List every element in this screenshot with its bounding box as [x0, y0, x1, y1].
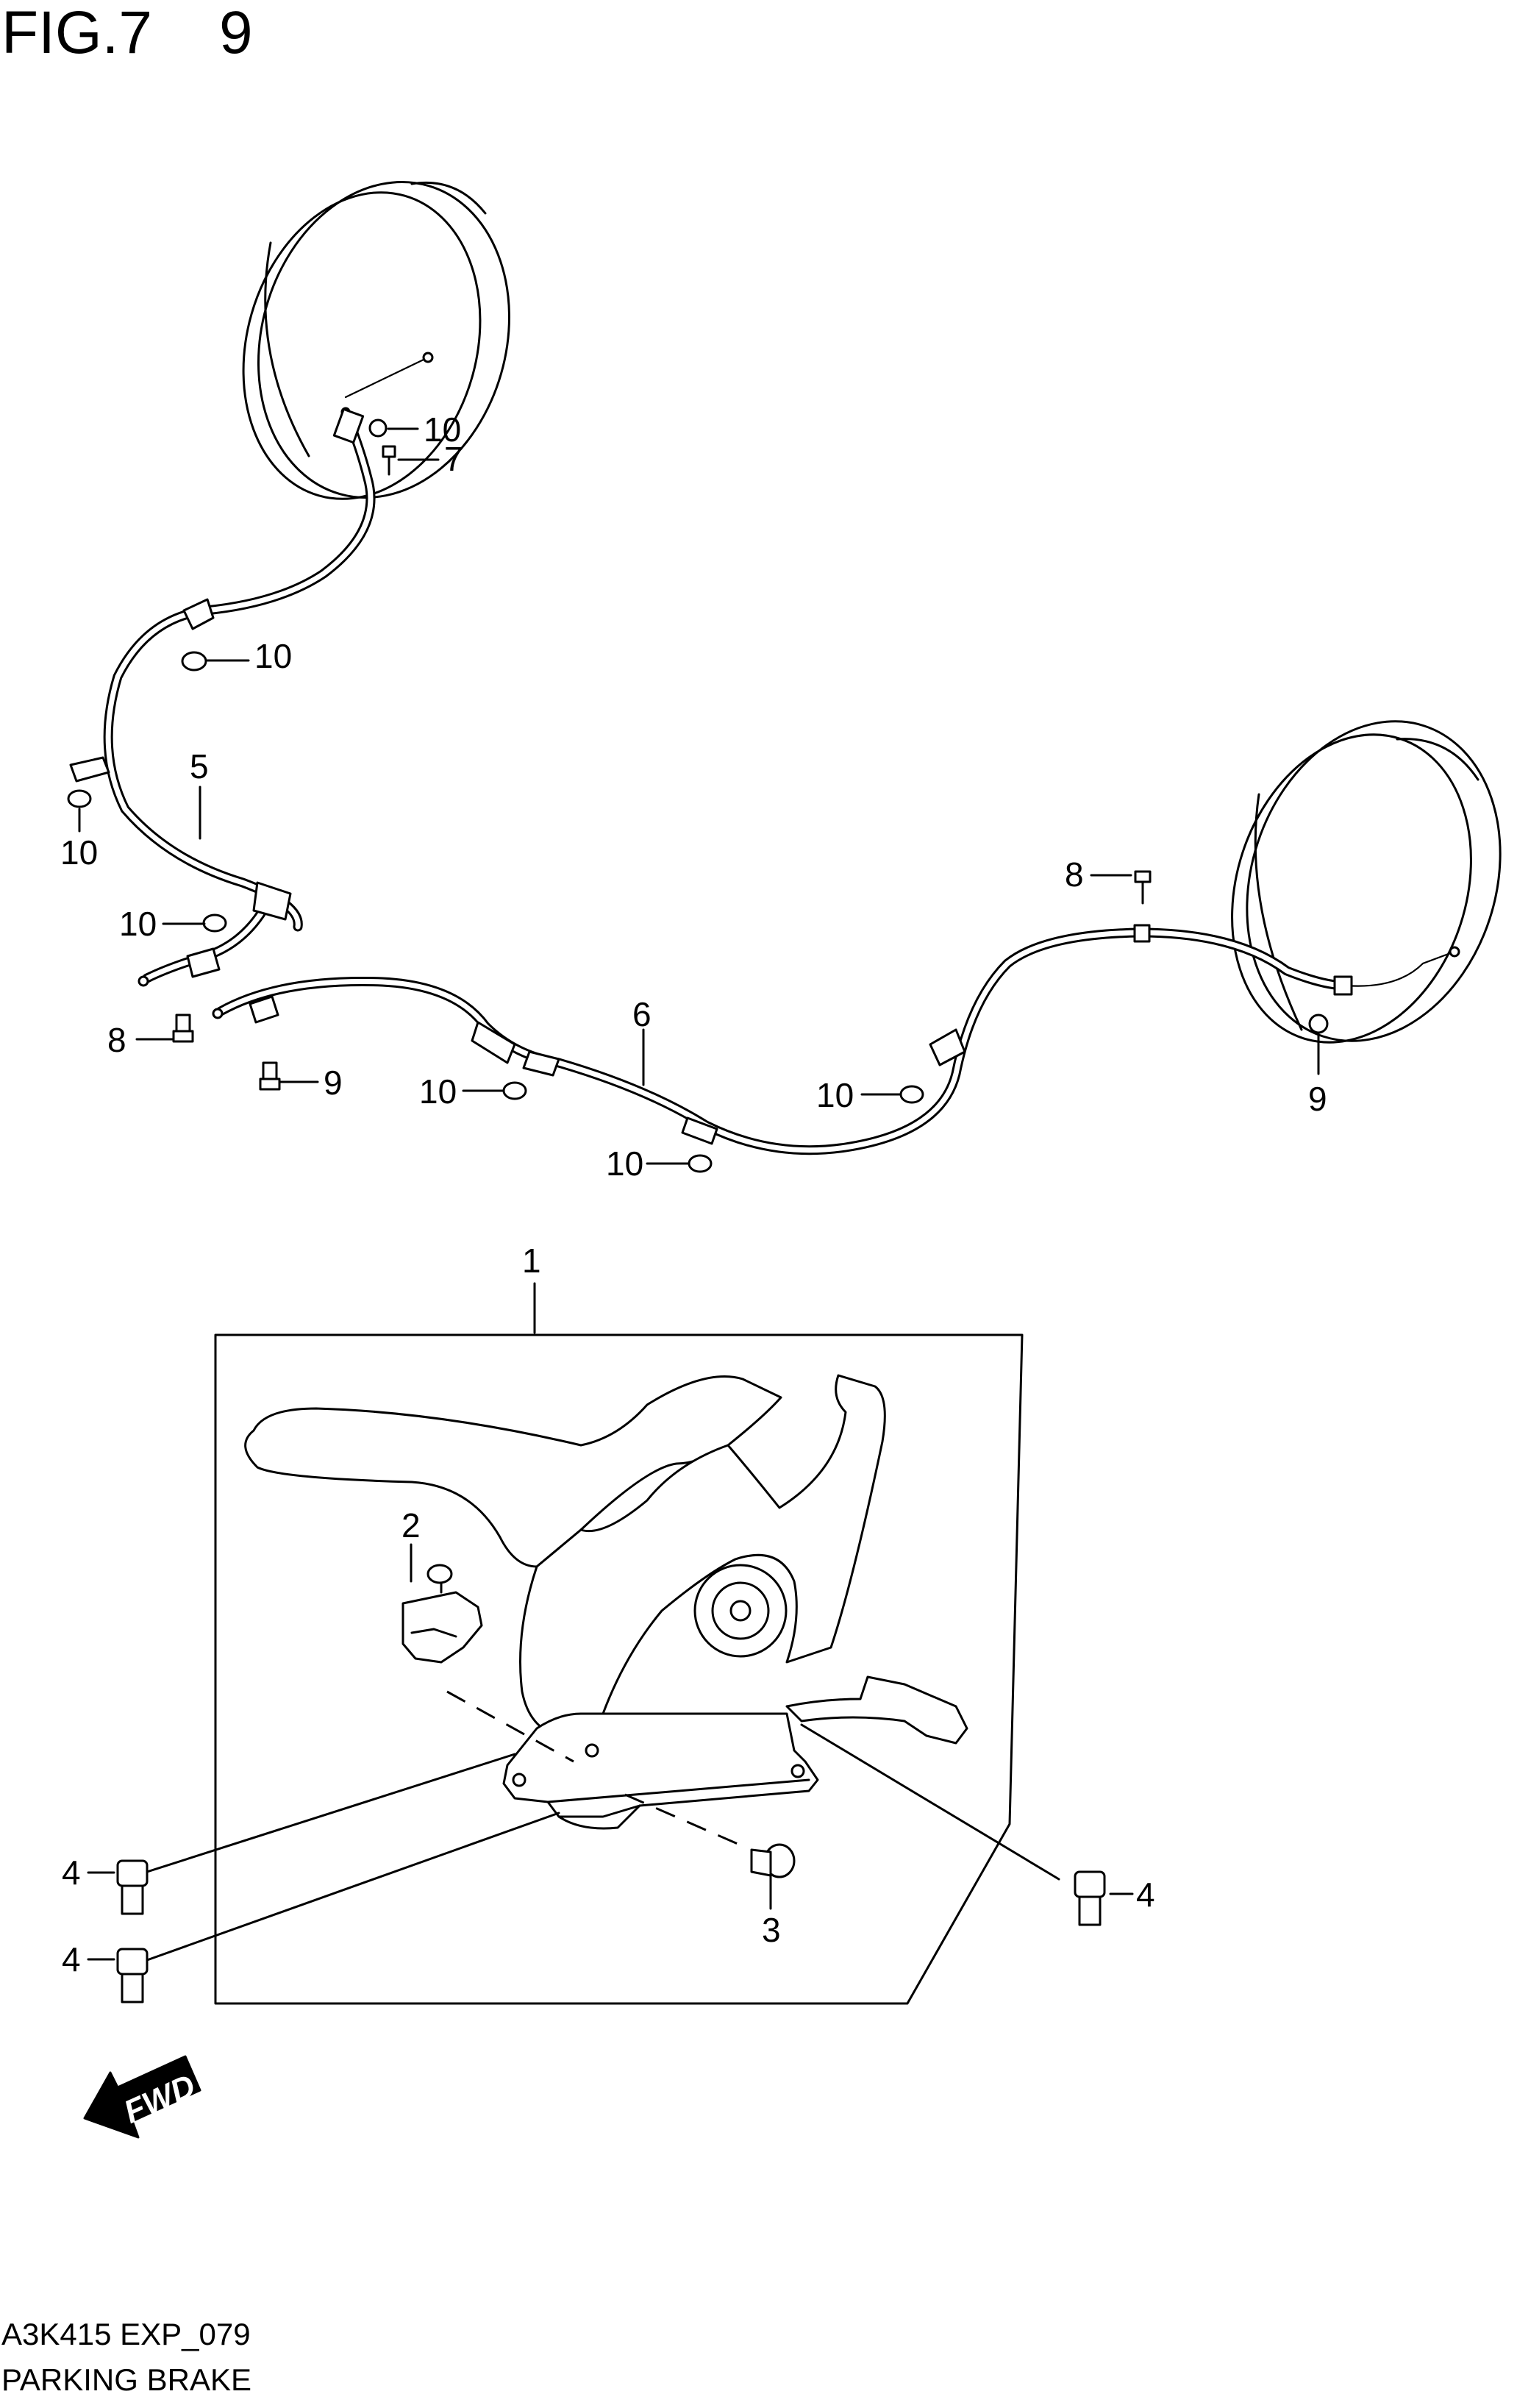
callout-4-right: 4	[1136, 1876, 1155, 1914]
callout-10-center: 10	[419, 1072, 457, 1111]
fasteners	[67, 418, 1329, 1173]
parking-brake-lever	[244, 1374, 968, 1830]
lever-bracket-part	[401, 1543, 574, 1763]
diagram-code: A3K415 EXP_079	[1, 2317, 251, 2351]
callout-8-right: 9	[324, 1064, 343, 1102]
callouts: 10 7 10 5 10 10 8 9 10 6 10 10 8 9 1 2 3…	[60, 410, 1327, 1978]
callout-7-upper: 7	[444, 440, 463, 478]
callout-4-lower-left: 4	[62, 1940, 81, 1978]
left-brake-drum	[242, 181, 511, 500]
figure-label: FIG.7	[1, 0, 152, 66]
callout-9-right: 9	[1308, 1080, 1327, 1118]
mounting-screw	[624, 1793, 796, 1910]
callout-9-upper: 10	[424, 410, 461, 449]
callout-10-bottom: 10	[606, 1144, 643, 1183]
leader-lines	[78, 427, 1320, 1165]
callout-4-upper-left: 4	[62, 1853, 81, 1892]
right-brake-drum	[1231, 720, 1502, 1044]
callout-7-right: 8	[1065, 855, 1084, 894]
callout-3: 3	[762, 1911, 781, 1949]
callout-10-upper: 10	[254, 637, 292, 675]
callout-8-left: 8	[107, 1021, 126, 1059]
forward-arrow-icon: FWD	[83, 2055, 201, 2139]
callout-10-right: 10	[816, 1076, 854, 1114]
callout-1: 1	[522, 1242, 541, 1280]
diagram-title: PARKING BRAKE	[1, 2362, 251, 2397]
callout-10-left: 10	[60, 833, 98, 872]
flange-bolts	[87, 1723, 1134, 2003]
cable-left	[69, 407, 376, 987]
parking-brake-kit-box	[214, 1282, 1024, 2005]
callout-6: 6	[632, 995, 652, 1033]
cable-right	[212, 924, 1353, 1155]
callout-5: 5	[190, 747, 209, 786]
figure-number: 9	[219, 0, 253, 66]
callout-10-mid-left: 10	[119, 905, 157, 943]
callout-2: 2	[401, 1506, 421, 1545]
